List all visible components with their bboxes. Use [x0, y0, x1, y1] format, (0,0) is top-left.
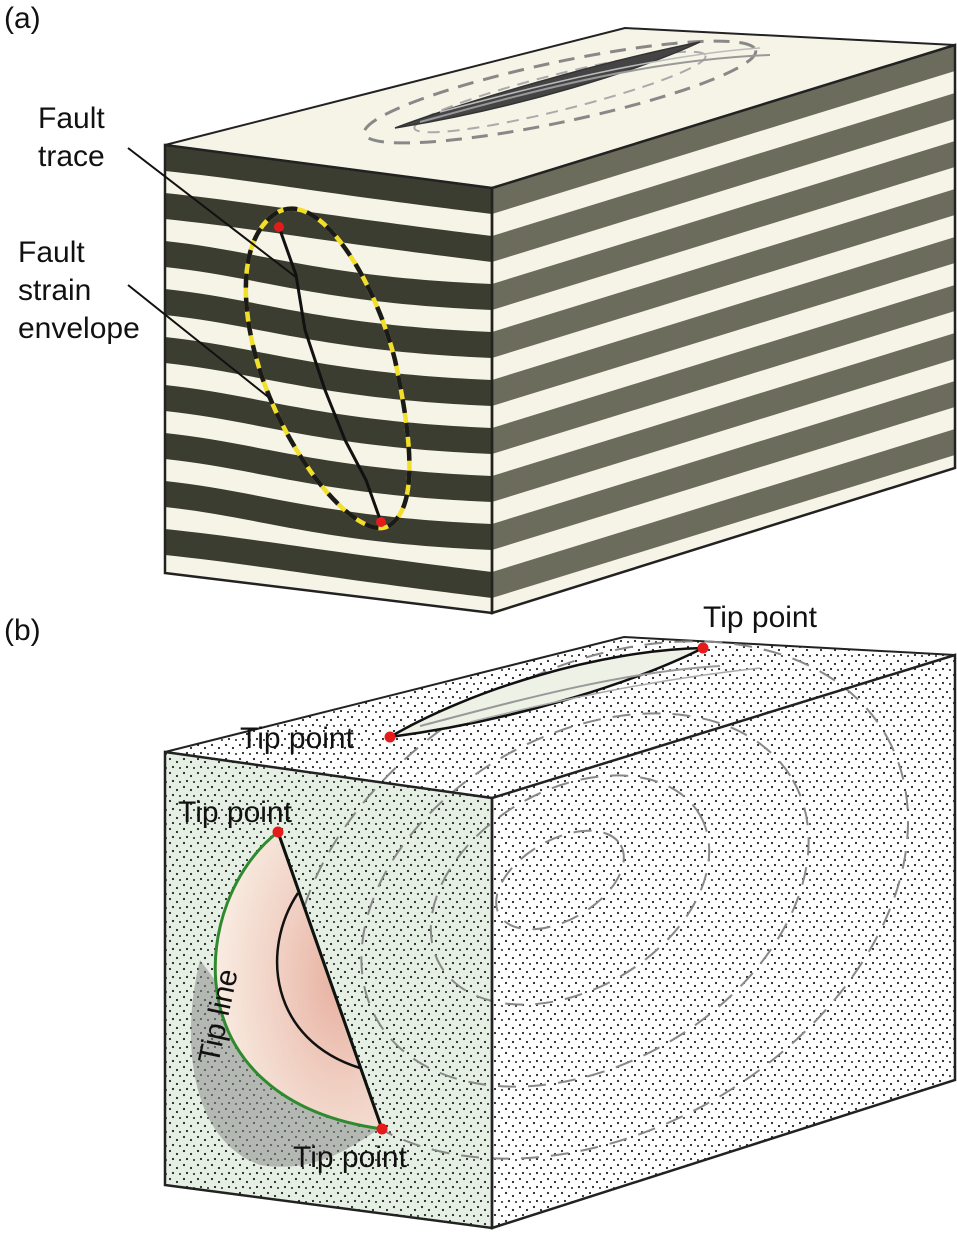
tip-point-top-right [697, 642, 709, 654]
side-stratum-band [492, 285, 955, 454]
panel-b: (b) [4, 601, 957, 1230]
tip-point-lower-a [376, 517, 386, 527]
tip-point-label-front-lower: Tip point [293, 1141, 408, 1174]
tip-point-top-left [384, 731, 396, 743]
front-stratum-band [165, 529, 492, 598]
front-stratum-band [165, 385, 492, 454]
strain-envelope-label-line-2: strain [18, 274, 91, 307]
fault-trace-leader [127, 147, 298, 279]
fault-trace-label-line-1: Fault [38, 102, 105, 135]
side-face-bands [492, 45, 955, 598]
panel-a: (a) Fault trace [4, 2, 957, 615]
top-fault-a [362, 39, 771, 145]
side-stratum-band [492, 429, 955, 598]
side-stratum-band [492, 333, 955, 502]
tip-point-front-lower [376, 1123, 388, 1135]
tip-point-label-front-upper: Tip point [178, 796, 293, 829]
side-stratum-band [492, 189, 955, 358]
front-stratum-band [165, 481, 492, 550]
side-stratum-band [492, 45, 955, 214]
side-stratum-band [492, 93, 955, 262]
side-stratum-band [492, 381, 955, 550]
side-stratum-band [492, 237, 955, 406]
tip-point-label-top-left: Tip point [240, 722, 355, 755]
front-stratum-band [165, 145, 492, 214]
tip-point-upper-a [274, 222, 284, 232]
fault-surface [213, 829, 385, 1131]
tip-point-label-top-right: Tip point [703, 601, 818, 634]
fault-trace-line [277, 226, 383, 523]
strain-envelope-leader [127, 284, 273, 401]
panel-b-label: (b) [4, 614, 41, 647]
fault-trace-label-line-2: trace [38, 140, 105, 173]
fault-strain-envelope [243, 206, 412, 531]
fault-trace-label: Fault trace [38, 102, 113, 173]
strain-envelope-label-line-3: envelope [18, 312, 140, 345]
strain-envelope-label: Fault strain envelope [18, 236, 140, 345]
tip-point-front-upper [272, 826, 284, 838]
panel-a-label: (a) [4, 2, 41, 35]
side-stratum-band [492, 141, 955, 310]
front-stratum-band [165, 337, 492, 406]
strain-envelope-label-line-1: Fault [18, 236, 85, 269]
